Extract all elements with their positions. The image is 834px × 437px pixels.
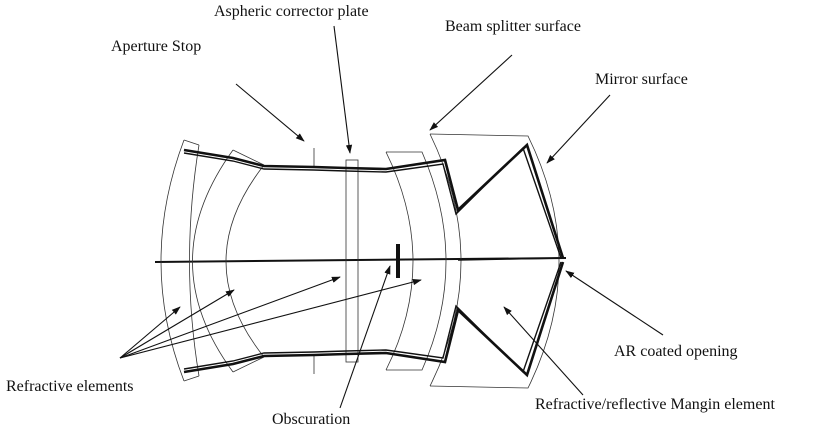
arrows-refractive-elements [119, 276, 422, 359]
aspheric-corrector-plate [345, 159, 359, 363]
arrow-corrector-plate [333, 25, 353, 154]
arrow-obscuration [339, 265, 391, 409]
label-mirror-surface: Mirror surface [595, 71, 688, 88]
beam-splitter-element [385, 151, 447, 371]
arrow-ar-coated [565, 270, 664, 336]
label-ar-coated-opening: AR coated opening [614, 343, 738, 360]
refractive-element-2 [192, 149, 265, 373]
label-aspheric-corrector-plate: Aspheric corrector plate [214, 3, 369, 20]
arrow-beam-splitter [429, 54, 513, 131]
arrow-aperture-stop [235, 83, 305, 142]
label-mangin-element: Refractive/reflective Mangin element [535, 396, 775, 413]
label-refractive-elements: Refractive elements [6, 378, 134, 395]
arrow-mangin [503, 306, 584, 396]
refractive-element-1 [160, 139, 200, 382]
label-beam-splitter-surface: Beam splitter surface [445, 18, 581, 35]
label-aperture-stop: Aperture Stop [111, 38, 202, 55]
arrow-mirror-surface [546, 94, 611, 164]
label-obscuration: Obscuration [272, 411, 351, 428]
ray-bundle [183, 142, 565, 378]
